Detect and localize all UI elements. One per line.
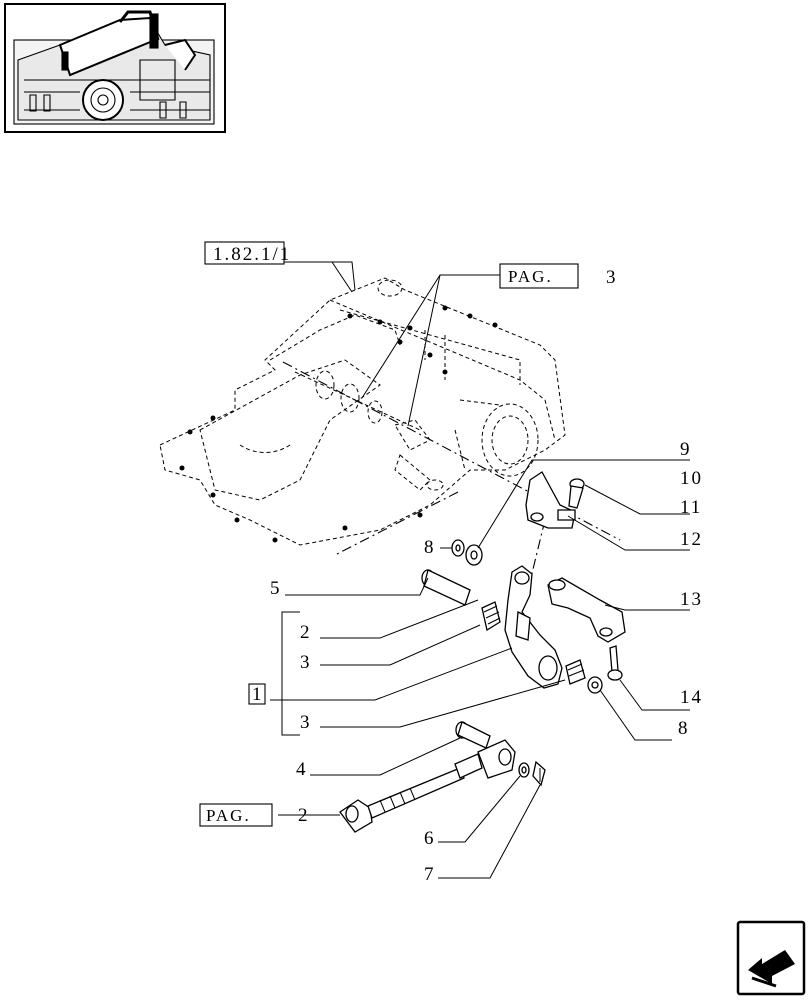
callout-5: 5	[270, 578, 282, 599]
part-5-pin	[421, 569, 471, 606]
callout-8b: 8	[678, 718, 690, 739]
callout-3b: 3	[300, 712, 312, 733]
callout-labels: 9 10 11 12 13 14 8 8 5 2 3 3 4 6 7	[270, 439, 703, 885]
part-9-spacer	[465, 544, 483, 566]
callout-8a: 8	[424, 537, 436, 558]
assembly-axis-lines	[282, 361, 621, 611]
callout-14: 14	[680, 687, 703, 708]
svg-text:1: 1	[252, 684, 264, 705]
callout-10: 10	[680, 468, 703, 489]
part-8-washer-bottom	[587, 676, 603, 694]
group-ref-box[interactable]: 1.82.1/1	[204, 241, 291, 265]
callout-11: 11	[680, 497, 702, 518]
callout-12: 12	[680, 529, 703, 550]
callout-6: 6	[424, 828, 436, 849]
svg-text:2: 2	[298, 805, 310, 826]
svg-text:PAG.: PAG.	[206, 806, 251, 825]
callout-13: 13	[680, 589, 703, 610]
svg-text:PAG.: PAG.	[508, 267, 553, 286]
pag-2-box[interactable]: PAG. 2	[199, 803, 310, 827]
callout-2: 2	[300, 622, 312, 643]
part-1-lever	[504, 565, 563, 689]
rear-housing-outline	[159, 277, 566, 546]
part-8-washer-top	[451, 539, 465, 557]
thumbnail-image[interactable]	[4, 3, 226, 133]
part-7-clip	[532, 760, 546, 787]
callout-3a: 3	[300, 652, 312, 673]
part-4-pin	[455, 721, 491, 749]
callout-7: 7	[424, 864, 436, 885]
svg-text:3: 3	[606, 267, 618, 288]
part-tie-rod	[339, 739, 516, 833]
part-10-screw	[568, 478, 585, 509]
part-12-bracket	[525, 471, 576, 529]
part-6-washer	[518, 762, 530, 778]
callout-9: 9	[680, 439, 692, 460]
pag-3-box[interactable]: PAG. 3	[499, 263, 618, 289]
callout-4: 4	[296, 759, 308, 780]
next-page-arrow-icon[interactable]	[736, 920, 806, 996]
svg-text:1.82.1/1: 1.82.1/1	[213, 244, 291, 265]
leader-lines	[270, 261, 690, 879]
part-14-bolt	[607, 645, 623, 681]
part-3-bushing-bottom	[565, 659, 586, 685]
part-3-bushing-top	[481, 601, 501, 632]
part-13-support	[547, 577, 626, 643]
kit-ref-box: 1	[248, 683, 266, 705]
